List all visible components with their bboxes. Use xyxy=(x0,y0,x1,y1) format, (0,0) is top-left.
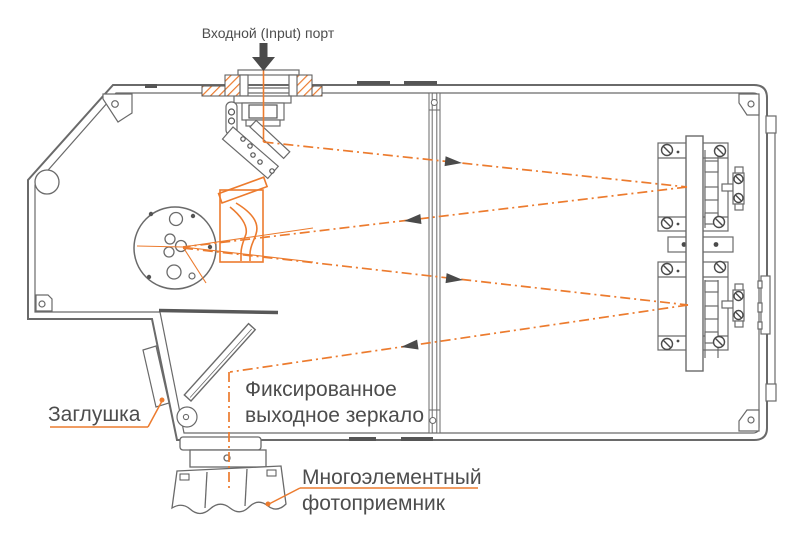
adjuster-lower xyxy=(721,283,745,328)
corner-post xyxy=(34,169,60,195)
beam-arrowhead-icon xyxy=(404,214,422,224)
labels: Входной (Input) порт Заглушка Фиксирован… xyxy=(48,25,482,515)
beam-arrowhead-icon xyxy=(444,156,462,167)
beam-arrowhead-icon xyxy=(445,273,463,284)
corner-brackets xyxy=(35,93,760,432)
plug-label: Заглушка xyxy=(48,403,141,426)
beam-upper-mirror-to-grating xyxy=(182,186,688,248)
fixed-output-mirror xyxy=(183,322,257,402)
turret-screws xyxy=(146,211,213,280)
corner-screws-lower xyxy=(660,260,727,351)
detector-leader xyxy=(268,487,478,505)
beam-path xyxy=(182,70,689,492)
plug-leader xyxy=(50,400,163,428)
detector-label-line2: фотоприемник xyxy=(302,492,446,515)
exit-chamber xyxy=(142,322,257,428)
beam-arrowheads xyxy=(401,156,463,350)
beam-slit-to-upper-mirror xyxy=(263,141,688,188)
leader-dot-icon xyxy=(159,397,165,403)
adjuster-upper xyxy=(721,166,745,211)
wall-tabs xyxy=(145,81,437,441)
grating-turret xyxy=(133,206,217,290)
plug-plate xyxy=(142,345,170,408)
beam-lower-mirror-to-exit xyxy=(229,304,689,373)
fixed-mirror-label-line1: Фиксированное xyxy=(245,378,397,401)
mirror-bar xyxy=(685,135,704,372)
right-wall-fittings xyxy=(757,115,777,402)
detector-body xyxy=(171,465,287,515)
corner-screws-upper xyxy=(660,143,727,230)
leader-dot-icon xyxy=(265,501,271,507)
down-arrow-icon xyxy=(252,43,275,71)
fixed-mirror-label-line2: выходное зеркало xyxy=(245,404,424,427)
detector-label-line1: Многоэлементный xyxy=(302,466,482,489)
divider-wall xyxy=(428,92,441,434)
detector-assembly xyxy=(171,436,287,515)
input-port-label: Входной (Input) порт xyxy=(202,25,335,41)
mirror-bar-bracket xyxy=(667,135,734,372)
inner-shelf-wall xyxy=(158,308,279,315)
input-fold-mirror xyxy=(221,119,291,180)
beam-arrowhead-icon xyxy=(401,339,419,350)
input-port-assembly xyxy=(201,69,323,180)
beam-grating-to-lower-mirror xyxy=(182,247,689,306)
